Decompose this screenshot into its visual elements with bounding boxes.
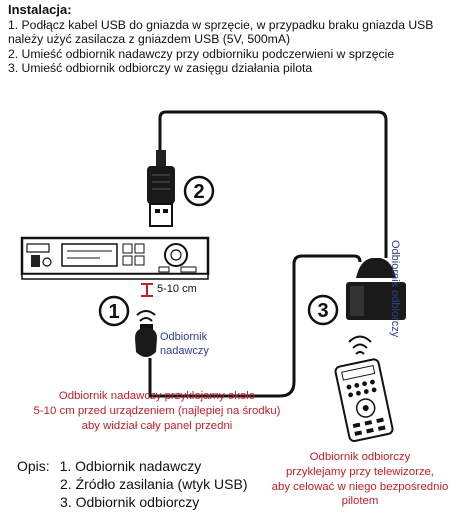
legend-item: 3. Odbiornik odbiorczy: [60, 494, 200, 510]
marker-1-label: 1: [108, 301, 119, 323]
legend: Opis: 1. Odbiornik nadawczy 2. Źródło za…: [17, 457, 248, 511]
transmitter-note: Odbiornik nadawczy przyklejamy około 5-1…: [22, 389, 292, 433]
distance-label: 5-10 cm: [157, 283, 197, 295]
remote-control-icon: [334, 358, 394, 443]
legend-row: Opis: 1. Odbiornik nadawczy: [17, 457, 248, 475]
legend-item: 1. Odbiornik nadawczy: [59, 458, 202, 474]
transmitter-note-line: Odbiornik nadawczy przyklejamy około: [58, 390, 256, 402]
receiver-note-line: aby celować w niego bezpośrednio: [271, 480, 449, 493]
usb-plug-icon: [147, 150, 175, 227]
receiver-icon: [346, 258, 406, 320]
ir-waves-icon: [348, 335, 372, 355]
link-cable: [148, 254, 362, 398]
legend-label: Opis:: [17, 458, 50, 474]
transmitter-icon: [135, 310, 157, 357]
instruction-line: należy użyć zasilacza z gniazdem USB (5V…: [8, 32, 291, 47]
receiver-note-line: pilotem: [341, 495, 379, 508]
marker-2: [183, 175, 215, 207]
transmitter-label-line: Odbiornik: [160, 331, 208, 343]
receiver-note: Odbiornik odbiorczy przyklejamy przy tel…: [262, 450, 458, 509]
marker-3-label: 3: [317, 300, 328, 322]
marker-1: [98, 295, 130, 327]
legend-item: 2. Źródło zasilania (wtyk USB): [60, 476, 248, 492]
device-icon: [20, 236, 210, 280]
transmitter-label: Odbiornik nadawczy: [160, 330, 209, 358]
receiver-label: Odbiornik odbiorczy: [389, 240, 401, 338]
instruction-line: 1. Podłącz kabel USB do gniazda w sprzęc…: [8, 17, 434, 32]
marker-3: [307, 294, 339, 326]
transmitter-note-line: aby widział cały panel przedni: [81, 419, 233, 432]
usb-cable: [158, 110, 388, 258]
transmitter-note-line: 5-10 cm przed urządzeniem (najlepiej na …: [33, 404, 281, 417]
instructions: Instalacja: 1. Podłącz kabel USB do gnia…: [8, 2, 456, 76]
distance-marker: [141, 283, 153, 297]
transmitter-label-line: nadawczy: [160, 345, 209, 357]
receiver-note-line: Odbiornik odbiorczy: [309, 451, 411, 463]
instruction-line: 3. Umieść odbiornik odbiorczy w zasięgu …: [8, 61, 313, 76]
instruction-line: 2. Umieść odbiornik nadawczy przy odbior…: [8, 46, 395, 61]
marker-2-label: 2: [193, 181, 204, 203]
instructions-title: Instalacja:: [8, 2, 72, 17]
receiver-note-line: przyklejamy przy telewizorze,: [285, 465, 435, 478]
